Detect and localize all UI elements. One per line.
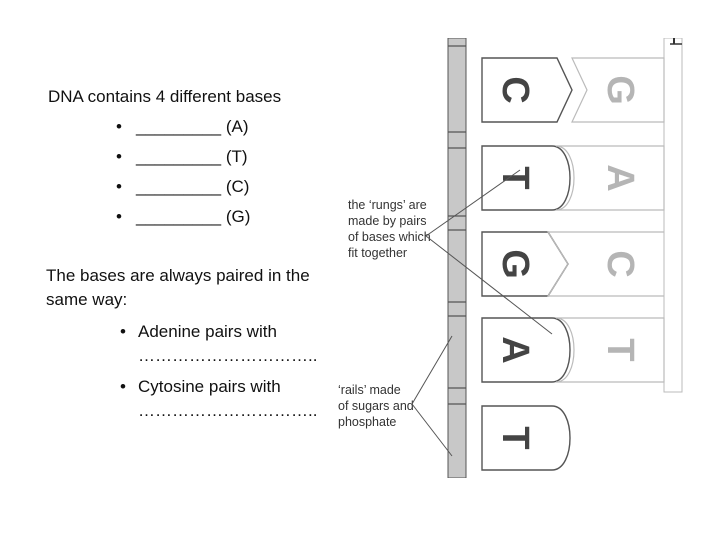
rails-caption-line-3: phosphate [338,415,396,429]
dna-diagram: C G T A G C A T T the ‘rungs’ are made b… [330,38,690,478]
heading: DNA contains 4 different bases [48,82,281,112]
rungs-caption-line-2: made by pairs [348,214,427,228]
base-item-g: _________ (G) [116,202,250,232]
base-pair-3: G C [482,232,664,296]
left-rail [448,38,466,478]
pair-blank-cytosine: ………………………….. [138,399,330,423]
base-letter-right-4: T [599,338,641,361]
base-letter-left-4: A [494,336,536,363]
rungs-caption-line-3: of bases which [348,230,431,244]
rails-pointer [412,336,452,456]
right-rail [664,38,682,392]
pair-item-adenine: Adenine pairs with ………………………….. [120,320,330,368]
pairing-paragraph: The bases are always paired in the same … [46,264,336,312]
base-letter-left-1: C [494,76,536,103]
base-pair-1: C G [482,58,664,122]
base-letter-left-5: T [494,426,536,449]
rungs-caption-line-4: fit together [348,246,407,260]
rails-caption: ‘rails’ made of sugars and phosphate [338,383,417,429]
base-letter-right-3: C [599,250,641,277]
rails-caption-line-2: of sugars and [338,399,414,413]
base-item-a: _________ (A) [116,112,250,142]
rungs-caption: the ‘rungs’ are made by pairs of bases w… [348,198,434,260]
pair-item-cytosine: Cytosine pairs with ………………………….. [120,375,330,423]
base-item-c: _________ (C) [116,172,250,202]
pairing-list: Adenine pairs with ………………………….. Cytosine… [120,320,330,430]
base-pair-4: A T [482,318,664,382]
base-letter-right-2: A [599,164,641,191]
base-letter-right-1: G [599,75,641,105]
bases-list: _________ (A) _________ (T) _________ (C… [116,112,250,232]
pair-label-cytosine: Cytosine pairs with [138,377,281,396]
pair-label-adenine: Adenine pairs with [138,322,277,341]
base-letter-left-2: T [494,166,536,189]
pair-blank-adenine: ………………………….. [138,344,330,368]
rails-caption-line-1: ‘rails’ made [338,383,401,397]
rungs-caption-line-1: the ‘rungs’ are [348,198,427,212]
base-letter-left-3: G [494,249,536,279]
base-pair-5: T [482,406,570,470]
base-item-t: _________ (T) [116,142,250,172]
